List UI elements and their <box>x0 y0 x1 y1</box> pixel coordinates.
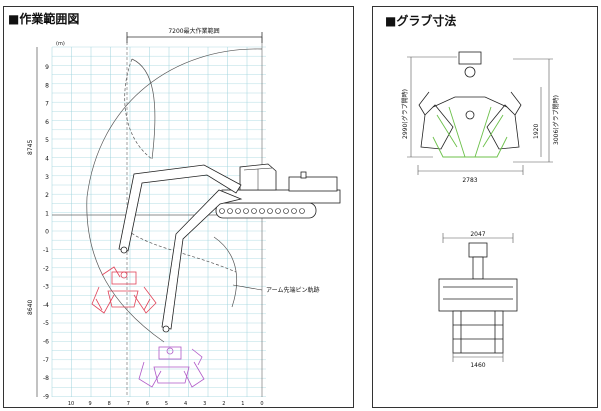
track-roller <box>275 208 281 214</box>
depth-dimensions: 8745 8640 <box>27 47 38 397</box>
x-tick-label: 1 <box>241 401 244 407</box>
height-closed-label: 3006(グラブ閉時) <box>552 95 560 145</box>
y-tick-label: 1 <box>45 210 49 217</box>
x-tick-label: 6 <box>146 401 149 407</box>
width-label: 2783 <box>462 177 477 184</box>
x-tick-label: 7 <box>127 401 130 407</box>
track-roller <box>219 208 225 214</box>
y-tick-label: -1 <box>43 247 49 254</box>
y-tick-label: 2 <box>45 192 49 199</box>
height-1920-label: 1920 <box>533 124 540 139</box>
working-range-title: ■作業範囲図 <box>8 12 80 26</box>
track-roller <box>251 208 257 214</box>
track-roller <box>259 208 265 214</box>
depth-dim-label: 8640 <box>27 300 34 315</box>
excavator-body <box>118 163 341 333</box>
x-tick-label: 8 <box>108 401 111 407</box>
working-range-diagram: 7200最大作業範囲 8745 8640 (m) 9876543210-1-2-… <box>27 27 341 407</box>
x-tick-label: 3 <box>203 401 206 407</box>
grab-front-view <box>438 233 518 362</box>
x-tick-label: 4 <box>184 401 187 407</box>
max-reach-label: 7200最大作業範囲 <box>168 27 219 35</box>
y-tick-label: -9 <box>43 393 49 400</box>
grab-height-dimensions <box>407 56 553 175</box>
height-dim-label: 8745 <box>27 140 34 155</box>
y-tick-label: 0 <box>45 229 49 236</box>
working-envelope <box>86 48 263 343</box>
track-roller <box>267 208 273 214</box>
front-bottom-width-label: 1460 <box>470 362 485 369</box>
y-tick-label: 9 <box>45 64 49 71</box>
x-tick-label: 5 <box>165 401 168 407</box>
x-tick-label: 0 <box>260 401 263 407</box>
max-reach-dimension: 7200最大作業範囲 <box>126 27 263 43</box>
grab-dimensions-panel: ■グラブ寸法 2990(グラブ <box>372 6 598 408</box>
track-roller <box>291 208 297 214</box>
grab-dimensions-title: ■グラブ寸法 <box>385 14 457 28</box>
y-tick-label: 4 <box>45 156 49 163</box>
y-tick-label: 6 <box>45 119 49 126</box>
unit-label: (m) <box>56 41 65 47</box>
track-roller <box>235 208 241 214</box>
y-tick-label: -7 <box>43 357 49 364</box>
front-width-label: 2047 <box>470 231 485 238</box>
track-roller <box>299 208 305 214</box>
x-tick-label: 9 <box>89 401 92 407</box>
track-roller <box>227 208 233 214</box>
y-tick-label: -4 <box>43 302 49 309</box>
y-tick-label: 5 <box>45 137 49 144</box>
y-tick-label: 8 <box>45 82 49 89</box>
y-tick-label: -6 <box>43 339 49 346</box>
track-roller <box>243 208 249 214</box>
height-open-label: 2990(グラブ開時) <box>401 89 409 139</box>
y-tick-label: -3 <box>43 284 49 291</box>
annotation-leader <box>232 284 263 291</box>
y-tick-label: 3 <box>45 174 49 181</box>
y-tick-label: -8 <box>43 375 49 382</box>
y-tick-label: -2 <box>43 265 49 272</box>
track-roller <box>283 208 289 214</box>
y-axis-ticks: 9 8 7 6 5 4 3 2 1 0 -1 -2 -3 -4 -5 -6 -7 -8 -9 <box>43 64 49 400</box>
y-tick-label: -5 <box>43 320 49 327</box>
grab-side-view <box>418 51 522 158</box>
pin-trajectory <box>213 236 238 308</box>
grab-diagram: 2990(グラブ開時) 1920 3006(グラブ閉時) 2783 2047 1… <box>401 51 560 369</box>
y-tick-label: 7 <box>45 101 49 108</box>
pin-trajectory-label: アーム先端ピン軌跡 <box>266 286 319 294</box>
grab-purple-position <box>138 346 205 388</box>
range-grid <box>51 37 266 397</box>
grab-red-position <box>91 266 157 314</box>
x-tick-label: 2 <box>222 401 225 407</box>
x-tick-label: 10 <box>68 401 74 407</box>
